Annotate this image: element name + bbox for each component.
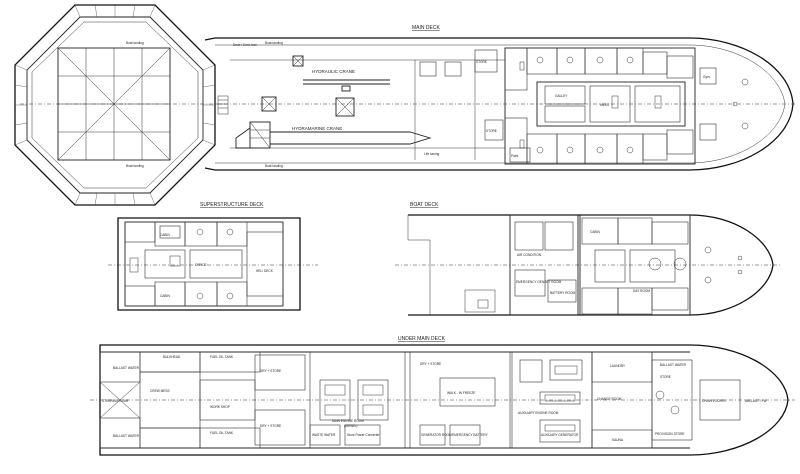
auxiliary-generator-label: AUXILIARY GENERATOR	[541, 433, 579, 437]
hydramarine-crane	[235, 121, 432, 149]
under-main-deck-title: UNDER MAIN DECK	[398, 336, 446, 342]
helideck-octagon	[14, 4, 225, 206]
change-room-label: CHANGE ROOM	[597, 397, 622, 401]
main-deck-plan: MAIN DECK HYDRAULIC CRANE HYDRAMARINE CR…	[14, 4, 795, 206]
under-main-deck-plan: UNDER MAIN DECK BALLAST WATER BALLAST WA…	[90, 336, 795, 456]
hydramarine-crane-label: HYDRAMARINE CRANE	[292, 126, 342, 131]
boat-deck-plan: BOAT DECK AIR CONDITION EMERGENCY GENSET…	[395, 202, 780, 316]
ballast-water-label: BALLAST WATER	[113, 366, 140, 370]
store-power-converter-label: Store Power Converter	[347, 433, 380, 437]
ballast-fw-label: BALLAST / FW	[745, 399, 767, 403]
dry-store-label: DRY + STORE	[260, 369, 281, 373]
boat-landing-label: Boat landing	[126, 41, 144, 45]
steering-gear-label: STEERING GEAR	[102, 399, 129, 403]
ballast-water-label: BALLAST WATER	[113, 434, 140, 438]
office-label: OFFICE	[195, 263, 207, 267]
main-deck-accommodation	[504, 47, 749, 165]
laundry-label: LAUNDRY	[610, 364, 626, 368]
main-deck-title: MAIN DECK	[412, 25, 440, 31]
deck-cont-box-label: Deck / Cont. box	[233, 43, 257, 47]
auxiliary-engine-room-label: AUXILIARY ENGINE ROOM	[518, 411, 559, 415]
gym-label: Gym	[703, 75, 710, 79]
fuel-oil-tank-label: FUEL OIL TANK	[210, 355, 234, 359]
heli-deck-label: HELI DECK	[256, 269, 274, 273]
paint-label: Paint	[511, 154, 518, 158]
cabin-label: CABIN	[160, 294, 170, 298]
life-saving-label: Life saving	[424, 152, 439, 156]
engine-room-label: MAIN ENGINE ROOM	[332, 419, 364, 423]
boat-landing-label: Boat landing	[126, 164, 144, 168]
boat-landing-label: Boat landing	[265, 164, 283, 168]
store-label: STORE	[476, 60, 487, 64]
dry-store-label: DRY + STORE	[260, 424, 281, 428]
generator-room-label: GENERATOR ROOM	[421, 433, 452, 437]
galley-label: GALLEY	[555, 94, 568, 98]
dry-store-label: DRY + STORE	[420, 362, 441, 366]
sauna-label: SAUNA	[612, 438, 624, 442]
boat-deck-title: BOAT DECK	[410, 202, 439, 208]
boat-landing-label: Boat landing	[265, 41, 283, 45]
emergency-battery-label: EMERGENCY BATTERY	[452, 433, 489, 437]
chain-locker-label: CHAIN LOCKER	[702, 399, 727, 403]
mess-label: MESS	[600, 103, 609, 107]
waste-water-label: WASTE WATER	[312, 433, 336, 437]
hydraulic-crane-label: HYDRAULIC CRANE	[312, 69, 355, 74]
store-label: STORE	[486, 129, 497, 133]
superstructure-deck-plan: SUPERSTRUCTURE DECK HELI DECK CABIN CABI…	[108, 202, 318, 311]
hydraulic-crane	[292, 55, 390, 85]
bulkhead-label: BULKHEAD	[163, 355, 181, 359]
work-shop-label: WORK SHOP	[210, 405, 230, 409]
superstructure-deck-title: SUPERSTRUCTURE DECK	[200, 202, 264, 208]
crew-mess-label: CREW MESS	[150, 389, 170, 393]
ballast-water-label: BALLAST WATER	[660, 363, 687, 367]
air-condition-label: AIR CONDITION	[517, 253, 542, 257]
battery-room-label: BATTERY ROOM	[550, 291, 575, 295]
cabin-label: CABIN	[590, 230, 600, 234]
emergency-genset-label: EMERGENCY GENSET ROOM	[516, 280, 562, 284]
store-label: STORE	[660, 375, 671, 379]
walk-in-freeze-label: WALK - IN FREEZE	[447, 391, 475, 395]
day-room-label: DAY ROOM	[633, 289, 650, 293]
cabin-label: CABIN	[160, 233, 170, 237]
provision-store-label: PROVISION STORE	[655, 432, 685, 436]
engine-room-sublabel: (DIESEL)	[344, 424, 357, 428]
fuel-oil-tank-label: FUEL OIL TANK	[210, 431, 234, 435]
